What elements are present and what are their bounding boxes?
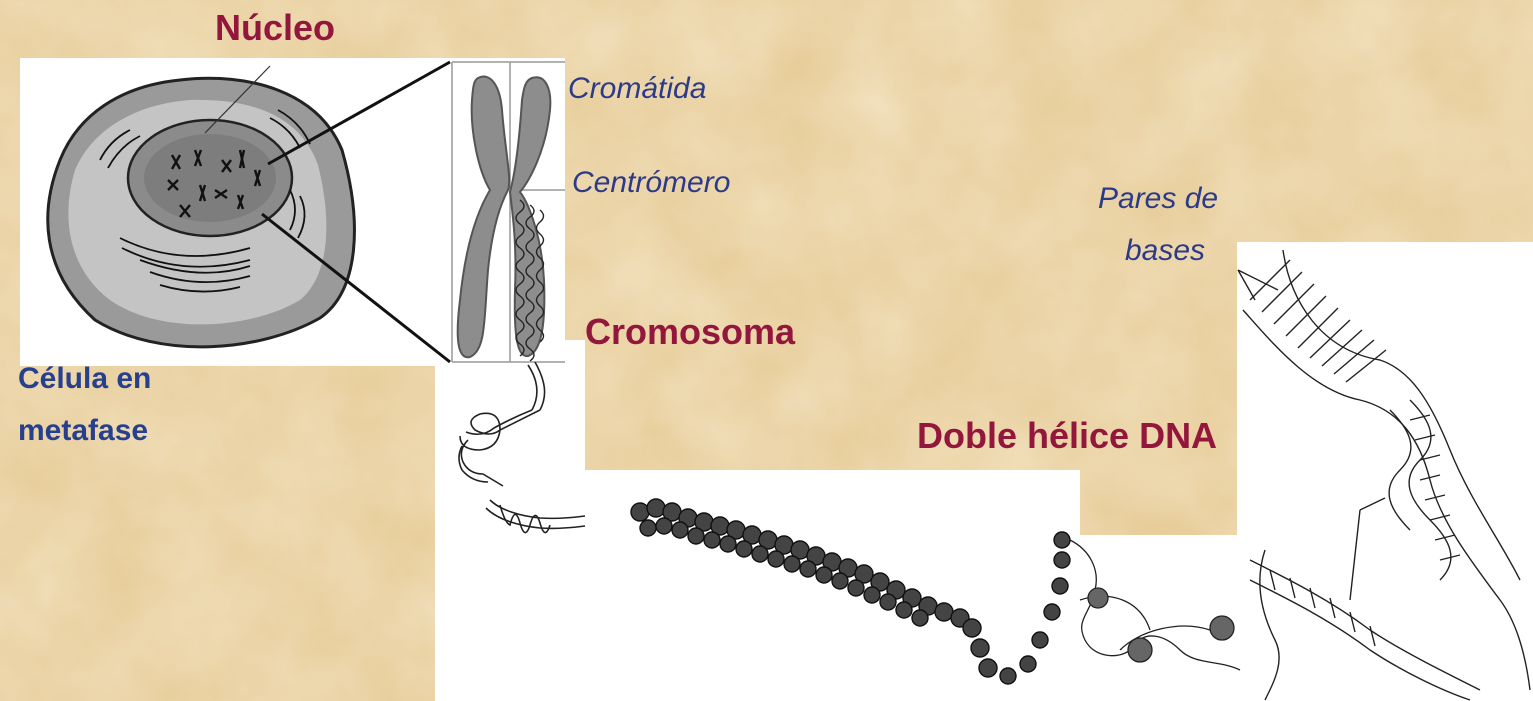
cell-label-line2: metafase	[18, 414, 148, 447]
base-pairs-label-line2: bases	[1125, 234, 1205, 267]
centromere-label: Centrómero	[572, 166, 730, 199]
dna-double-helix-drawing	[1238, 250, 1530, 700]
nucleus-label: Núcleo	[215, 8, 335, 48]
cell-label-line1: Célula en	[18, 362, 151, 395]
metaphase-cell-drawing	[48, 66, 355, 347]
chromosome-drawing	[458, 77, 551, 361]
chromosome-label: Cromosoma	[585, 312, 795, 352]
chromatin-fiber-drawing	[631, 499, 1070, 684]
chromatin-coil-drawing	[459, 362, 585, 533]
double-helix-label: Doble hélice DNA	[917, 416, 1217, 456]
nucleosome-drawing	[1070, 540, 1240, 670]
chromatid-label: Cromátida	[568, 72, 706, 105]
base-pairs-label-line1: Pares de	[1098, 182, 1218, 215]
